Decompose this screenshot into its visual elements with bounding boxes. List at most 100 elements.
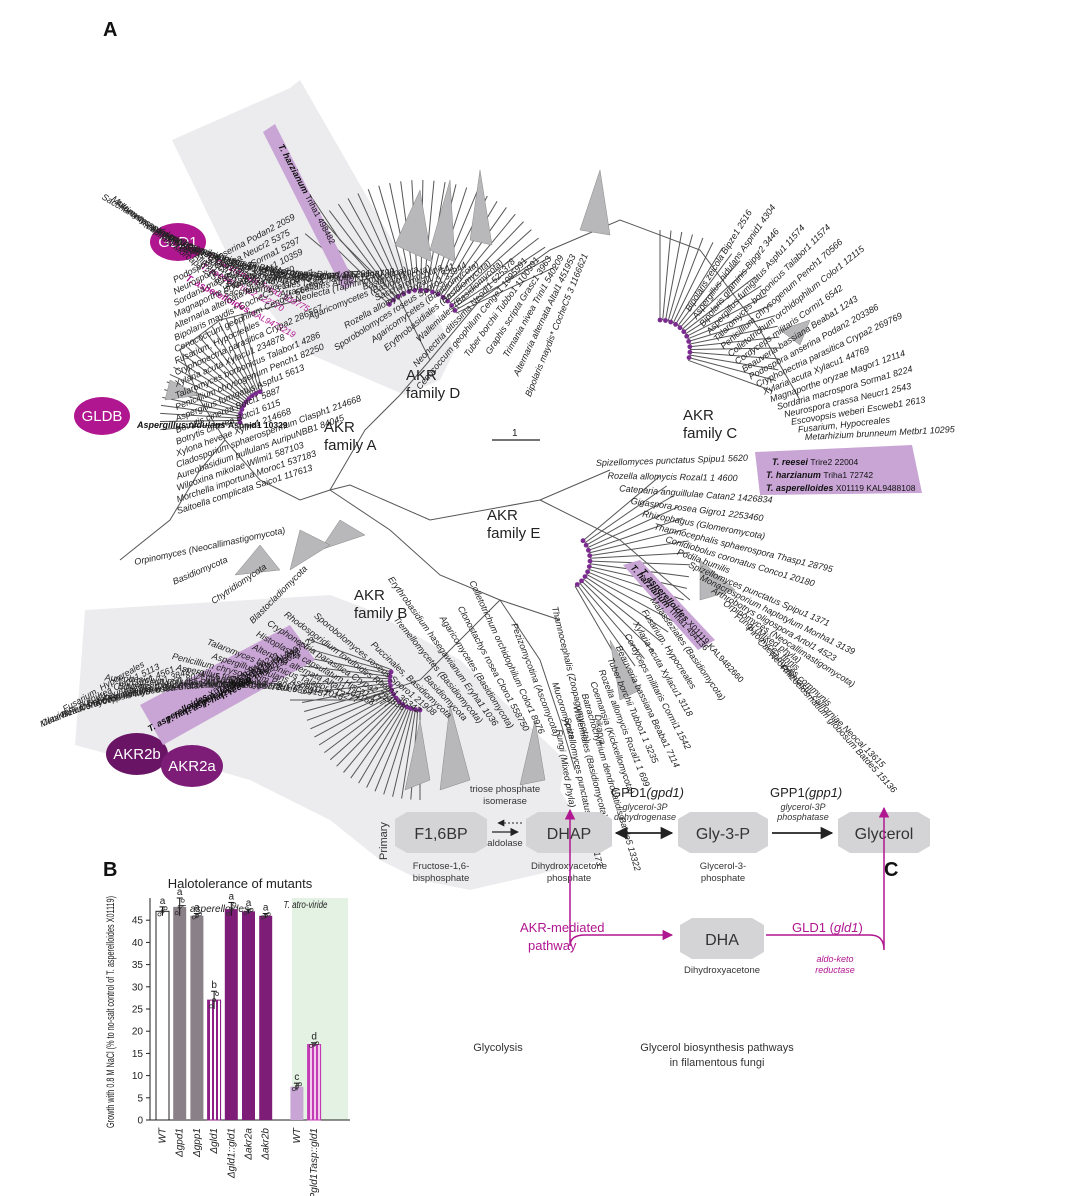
svg-text:AKR: AKR (406, 367, 437, 384)
highlight-box-gld1-top (263, 124, 355, 290)
chart-point (243, 910, 248, 915)
x-tick-label: WT (292, 1127, 303, 1143)
svg-text:GLD1: GLD1 (158, 234, 197, 251)
label-gpd1: GPD1(gpd1) glycerol-3P dehydrogenase (611, 785, 684, 822)
chart-letter: a (177, 887, 183, 898)
svg-text:DHAP: DHAP (547, 826, 591, 843)
svg-text:dehydrogenase: dehydrogenase (614, 812, 676, 822)
panel-label-c: C (884, 859, 898, 881)
x-tick-label: Δgld1::gld1 (226, 1128, 237, 1179)
svg-text:Glycerol-3-: Glycerol-3- (700, 861, 746, 872)
y-tick-label: 5 (137, 1093, 143, 1104)
svg-text:family B: family B (354, 605, 407, 622)
svg-text:F1,6BP: F1,6BP (414, 826, 467, 843)
highlight-box-e (623, 560, 715, 650)
svg-text:pathway: pathway (528, 938, 577, 953)
highlight-box-c (755, 445, 922, 495)
chart-bar (242, 911, 255, 1120)
tree-leaf: Pneumocystis carinii Pneca1 987 (226, 269, 360, 281)
chart-point (197, 912, 202, 917)
svg-text:triose phosphate: triose phosphate (470, 784, 540, 795)
chart-bar (173, 906, 187, 1120)
svg-text:isomerase: isomerase (483, 796, 527, 807)
svg-text:AKR: AKR (324, 419, 355, 436)
chart-bar (307, 1044, 322, 1121)
chart-letter: a (229, 891, 235, 902)
chart-point (212, 998, 217, 1003)
label-gld1: GLD1 (gld1) aldo-keto reductase (792, 920, 863, 975)
tree-leaf: Basidiomycota (171, 554, 229, 586)
chart-point (177, 904, 182, 909)
chart-point (246, 909, 251, 914)
y-axis-label: Growth with 0.8 M NaCl (% to no-salt con… (105, 896, 117, 1128)
chart-letter: a (194, 903, 200, 914)
leaves-topleft: Saitoella complicata Saico1 117613Morche… (171, 212, 362, 516)
chart-point (294, 1084, 299, 1089)
gldb-leaf: Aspergillus nidulans Aspnid1 10329 (136, 420, 288, 430)
svg-text:GPD1(gpd1): GPD1(gpd1) (611, 785, 684, 800)
svg-text:family E: family E (487, 525, 540, 542)
svg-text:AKR2a: AKR2a (168, 758, 216, 775)
svg-text:T. asperelloides X01119 KAL948: T. asperelloides X01119 KAL9488108 (766, 483, 916, 493)
svg-text:T. harzianum Triha1 72742: T. harzianum Triha1 72742 (766, 470, 873, 480)
svg-text:AKR-mediated: AKR-mediated (520, 920, 605, 935)
tree-leaf: Rhizoclosmatium globosum Batde5 15136 (779, 663, 899, 795)
svg-text:phosphate: phosphate (547, 873, 591, 884)
scale-label: 1 (512, 428, 518, 439)
chart-letter: a (246, 898, 252, 909)
svg-text:bisphosphate: bisphosphate (413, 873, 470, 884)
arrow-dhap-dha (564, 808, 674, 947)
chart-bar (190, 915, 204, 1120)
panel-label-a: A (103, 19, 117, 41)
chart-letter: a (263, 903, 269, 914)
y-tick-label: 45 (132, 916, 144, 927)
x-tick-label: Δgpp1 (192, 1128, 203, 1158)
tree-leaf: Bipolaris maydis* CocheC5 3 114000 (118, 679, 267, 691)
family-label-a: AKR family A (324, 419, 377, 454)
chart-letter: c (294, 1072, 299, 1083)
svg-text:Dihydroxyacetone: Dihydroxyacetone (531, 861, 607, 872)
svg-text:AKR: AKR (683, 407, 714, 424)
chart-point (163, 906, 168, 911)
y-tick-label: 40 (132, 938, 144, 949)
svg-text:DHA: DHA (705, 932, 739, 949)
family-label-c: AKR family C (683, 407, 737, 442)
oval-akr2b: AKR2b (106, 733, 168, 775)
y-tick-label: 15 (132, 1049, 144, 1060)
chart-point (194, 913, 199, 918)
label-akr-pathway: AKR-mediated pathway (520, 920, 605, 953)
svg-text:family A: family A (324, 437, 377, 454)
svg-text:glycerol-3P: glycerol-3P (622, 802, 667, 812)
chart-letter: d (311, 1032, 317, 1043)
family-label-d: AKR family D (406, 367, 460, 402)
svg-text:family C: family C (683, 425, 737, 442)
chart-bar (155, 910, 170, 1121)
family-label-b: AKR family B (354, 587, 407, 622)
highlight-leaves-c: T. reesei Trire2 22004 T. harzianum Trih… (766, 457, 916, 493)
label-primary: Primary (378, 822, 390, 860)
svg-text:T. reesei Trire2 22004: T. reesei Trire2 22004 (772, 457, 859, 467)
svg-text:GPP1(gpp1): GPP1(gpp1) (770, 785, 842, 800)
tree-leaf: Spizellomyces punctatus Spipu1 5620 (596, 453, 748, 468)
chart-bar (290, 1086, 304, 1120)
svg-text:family D: family D (406, 385, 460, 402)
svg-text:reductase: reductase (815, 965, 855, 975)
clade-shade-d (172, 80, 455, 395)
tree-wedges (164, 169, 811, 791)
chart-point (157, 912, 162, 917)
label-gpp1: GPP1(gpp1) glycerol-3P phosphatase (770, 785, 842, 822)
oval-gldb: GLDB (74, 397, 130, 435)
node-gly3p: Gly-3-P Glycerol-3- phosphate (678, 812, 768, 884)
x-tick-label: Δakr2a (244, 1128, 255, 1161)
chart-bar (207, 999, 222, 1121)
x-tick-label: Δgld1 (209, 1128, 220, 1155)
tree-nodes (237, 287, 693, 713)
y-tick-label: 35 (132, 960, 144, 971)
chart-title: Halotolerance of mutants (168, 876, 313, 891)
chart-point (260, 915, 265, 920)
svg-text:glycerol-3P: glycerol-3P (780, 802, 825, 812)
caption-line2: in filamentous fungi (670, 1057, 765, 1069)
family-label-e: AKR family E (487, 507, 540, 542)
chart-bar (259, 915, 273, 1120)
